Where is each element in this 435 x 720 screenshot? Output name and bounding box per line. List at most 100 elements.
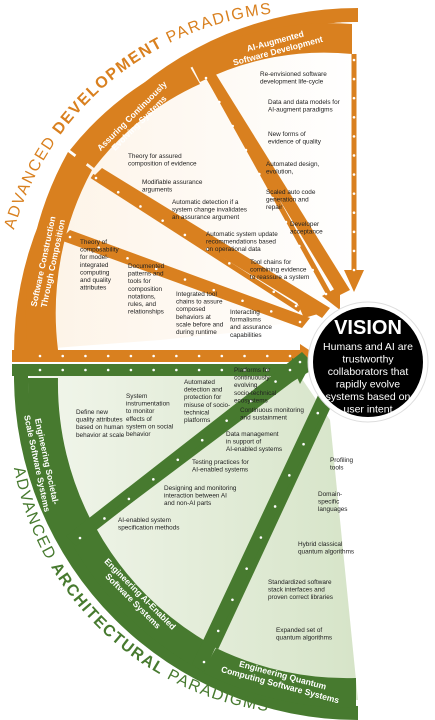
separator-dot (244, 148, 248, 152)
separator-dot (352, 135, 356, 138)
separator-dot (212, 288, 216, 292)
separator-dot (259, 536, 263, 539)
separator-dot (288, 368, 292, 372)
separator-dot (294, 304, 298, 308)
vision-line: rapidly evolve (336, 379, 400, 391)
separator-dot (265, 368, 269, 372)
separator-dot (176, 458, 180, 462)
development-sector-fill (30, 22, 358, 350)
separator-dot (220, 354, 224, 358)
separator-dot (61, 368, 65, 372)
ai-enabled-band-tab (72, 528, 214, 670)
band-separator-mid (92, 168, 330, 318)
separator-dot (250, 276, 253, 279)
separator-dot (352, 211, 356, 215)
development-half (14, 8, 364, 352)
vision-circle: VISION Humans and AI aretrustworthycolla… (307, 301, 429, 423)
separator-dot (324, 292, 328, 296)
vision-line: trustworthy (342, 354, 394, 366)
separator-dot (352, 77, 356, 81)
separator-dot (183, 278, 187, 281)
separator-dot (97, 246, 101, 249)
separator-dot (61, 354, 65, 358)
separator-dot (152, 354, 155, 358)
band-separator-ai-enabled (192, 374, 340, 672)
arrow-shaft-ai-enabled (92, 368, 306, 530)
separator-dot (352, 230, 356, 234)
separator-dot (139, 205, 142, 208)
separator-dot (127, 497, 131, 501)
separator-dot (129, 354, 133, 358)
quantum-band-tab (202, 648, 356, 709)
separator-dot (311, 268, 314, 272)
separator-dot (352, 192, 356, 195)
separator-dot (231, 124, 234, 128)
separator-dot (352, 96, 356, 100)
separator-dot (200, 438, 204, 442)
separator-dot (205, 247, 209, 251)
separator-dot (103, 517, 106, 520)
architecture-sector-fill (30, 376, 358, 700)
vision-line: user intent (343, 404, 392, 416)
vision-statement: Humans and AI aretrustworthycollaborator… (323, 341, 413, 416)
separator-dot (220, 368, 224, 372)
separator-dot (273, 505, 277, 508)
societal-band-tab (27, 378, 95, 542)
separator-dot (152, 368, 155, 372)
separator-dot (231, 598, 234, 602)
arrow-head-ai-augmented (344, 270, 364, 292)
separator-dot (183, 233, 187, 237)
separator-dot (298, 320, 302, 324)
composition-band-tab (25, 152, 92, 350)
separator-dot (218, 100, 221, 104)
separator-dot (197, 354, 201, 358)
arrow-head-assuring (322, 286, 340, 310)
separator-dot (243, 368, 246, 372)
separator-dot (161, 219, 164, 222)
separator-dot (298, 244, 301, 248)
separator-dot (84, 368, 87, 372)
arrow-shaft-assuring (207, 78, 333, 298)
separator-dot (106, 368, 110, 372)
separator-dot (202, 660, 206, 664)
separator-dot (352, 154, 356, 157)
separator-dot (228, 262, 231, 265)
separator-dot (352, 115, 356, 119)
arrow-shaft-composition (90, 173, 302, 313)
separator-dot (175, 354, 178, 358)
separator-dot (284, 220, 288, 224)
separator-dot (84, 354, 87, 358)
separator-dot (78, 536, 82, 540)
separator-dot (245, 567, 248, 570)
separator-dot (269, 310, 273, 313)
separator-dot (274, 380, 277, 383)
separator-dot (152, 478, 155, 481)
arrow-head-ai-enabled (292, 362, 312, 384)
separator-dot (288, 474, 291, 477)
separator-dot (265, 354, 269, 358)
vision-line: Humans and AI are (323, 341, 413, 353)
separator-dot (288, 354, 292, 358)
